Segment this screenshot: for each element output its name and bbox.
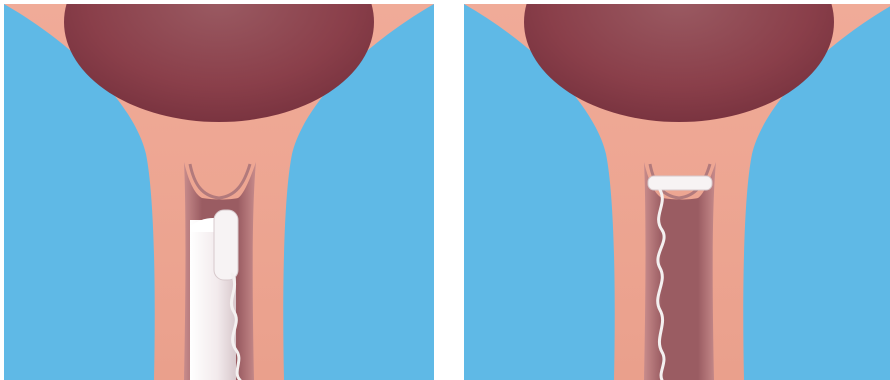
diagram-panel-right [464,4,890,380]
tampon [214,210,238,280]
diagram-panel-left [4,4,434,380]
tampon [648,176,712,190]
right-panel-illustration [464,4,890,380]
left-panel-illustration [4,4,434,380]
